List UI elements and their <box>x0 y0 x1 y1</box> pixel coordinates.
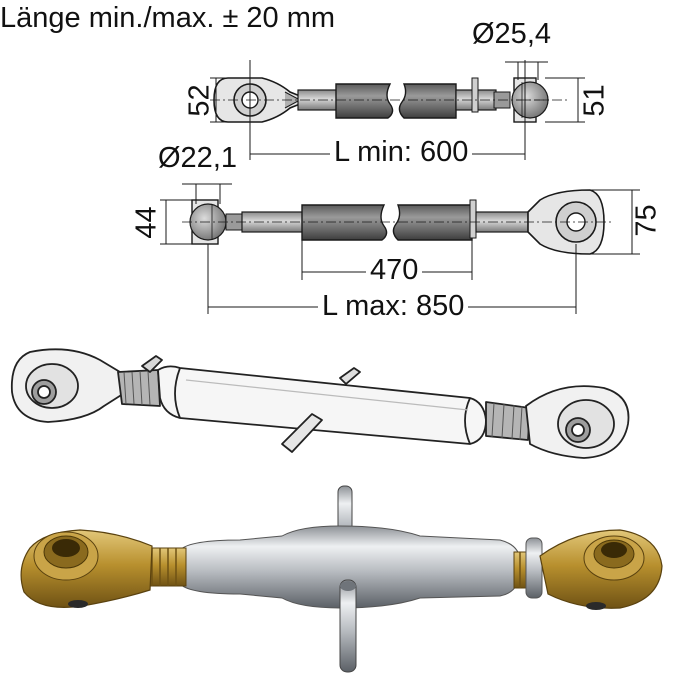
drawing-max-length <box>160 183 640 314</box>
eye-height-label-bottom: 75 <box>630 204 663 237</box>
tube-length-label: 470 <box>366 256 423 285</box>
gray-render-illustration <box>10 348 630 459</box>
ball-diameter-label-bottom: Ø22,1 <box>158 142 237 174</box>
length-max-label: L max: 850 <box>318 292 469 321</box>
drawing-min-length <box>210 60 585 160</box>
page-title: Länge min./max. ± 20 mm <box>0 2 336 34</box>
ball-diameter-label-top: Ø25,4 <box>472 18 551 50</box>
length-min-label: L min: 600 <box>330 138 473 167</box>
ball-height-label-bottom: 44 <box>130 206 163 239</box>
photo-render-illustration <box>20 485 663 673</box>
ball-height-label-top: 51 <box>578 84 611 117</box>
eye-height-label-top: 52 <box>183 84 216 117</box>
